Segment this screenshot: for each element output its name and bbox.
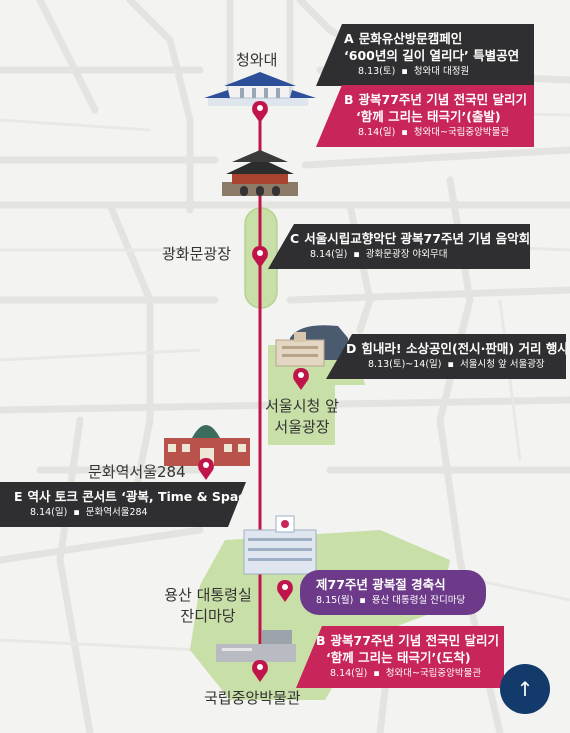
event-c-letter: C: [290, 231, 300, 246]
event-d-letter: D: [346, 341, 357, 356]
label-city-hall-line2: 서울광장: [274, 418, 330, 436]
event-b-start-title1: 광복77주년 기념 전국민 달리기: [358, 92, 527, 107]
cheongwadae-illustration: [204, 72, 316, 106]
separator-e: ▪: [73, 507, 80, 518]
event-d-card[interactable]: D 힘내라! 소상공인(전시·판매) 거리 행사 8.13(토)~14(일) ▪ 서울…: [326, 334, 566, 379]
event-d-title1: 힘내라! 소상공인(전시·판매) 거리 행사: [361, 341, 569, 356]
scroll-top-button[interactable]: ↑: [500, 664, 550, 714]
national-museum-illustration: [216, 630, 296, 662]
event-a-card[interactable]: A 문화유산방문캠페인 ‘600년의 길이 열리다’ 특별공연 8.13(토) ▪ 청…: [316, 24, 534, 86]
marker-culture-station[interactable]: [198, 458, 214, 480]
event-b-start-venue: 청와대~국립중앙박물관: [413, 127, 510, 138]
event-c-title1: 서울시립교향악단 광복77주년 기념 음악회: [304, 231, 531, 246]
label-yongsan-line2: 잔디마당: [180, 607, 236, 625]
separator-d: ▪: [447, 359, 454, 370]
event-e-venue: 문화역서울284: [85, 507, 148, 518]
marker-museum[interactable]: [252, 660, 268, 682]
event-c-date: 8.14(일): [310, 249, 348, 260]
event-a-title1: 문화유산방문캠페인: [358, 31, 463, 46]
separator-b-start: ▪: [401, 127, 408, 138]
ceremony-card[interactable]: 제77주년 광복절 경축식 8.15(월) ▪ 용산 대통령실 잔디마당: [300, 570, 486, 615]
marker-cheongwadae[interactable]: [252, 101, 268, 123]
marker-gwanghwamun[interactable]: [252, 246, 268, 268]
label-city-hall: 서울시청 앞 서울광장: [262, 396, 342, 438]
seoul-city-hall-illustration: [275, 325, 348, 367]
label-museum: 국립중앙박물관: [204, 689, 301, 707]
event-b-start-date: 8.14(일): [358, 127, 396, 138]
event-b-end-title2: ‘함께 그리는 태극기’(도착): [326, 650, 471, 665]
event-a-date: 8.13(토): [358, 66, 396, 77]
separator-b-end: ▪: [373, 668, 380, 679]
event-b-start-card[interactable]: B 광복77주년 기념 전국민 달리기 ‘함께 그리는 태극기’(출발) 8.14…: [316, 85, 534, 147]
gwanghwamun-gate-illustration: [222, 150, 298, 196]
label-yongsan-line1: 용산 대통령실: [164, 586, 252, 604]
label-gwanghwamun: 광화문광장: [162, 245, 232, 263]
event-e-letter: E: [14, 489, 23, 504]
presidential-office-illustration: [243, 515, 317, 575]
event-c-card[interactable]: C 서울시립교향악단 광복77주년 기념 음악회 8.14(일) ▪ 광화문광장 야외…: [268, 224, 530, 269]
event-e-title1: 역사 토크 콘서트 ‘광복, Time & Space’: [27, 489, 259, 504]
ceremony-title: 제77주년 광복절 경축식: [316, 577, 446, 592]
separator-a: ▪: [401, 66, 408, 77]
event-a-venue: 청와대 대정원: [413, 66, 470, 77]
event-c-venue: 광화문광장 야외무대: [365, 249, 448, 260]
event-b-end-card[interactable]: B 광복77주년 기념 전국민 달리기 ‘함께 그리는 태극기’(도착) 8.14…: [296, 626, 504, 688]
event-a-letter: A: [344, 31, 354, 46]
event-b-end-venue: 청와대~국립중앙박물관: [385, 668, 482, 679]
event-d-date: 8.13(토)~14(일): [368, 359, 442, 370]
label-culture-station: 문화역서울284: [88, 463, 186, 481]
event-d-venue: 서울시청 앞 서울광장: [459, 359, 545, 370]
marker-city-hall[interactable]: [293, 368, 309, 390]
separator-c: ▪: [353, 249, 360, 260]
marker-yongsan[interactable]: [277, 580, 293, 602]
event-b-end-letter: B: [316, 633, 326, 648]
event-b-end-date: 8.14(일): [330, 668, 368, 679]
ceremony-date: 8.15(월): [316, 595, 354, 606]
separator-ceremony: ▪: [359, 595, 366, 606]
event-a-title2: ‘600년의 길이 열리다’ 특별공연: [344, 48, 520, 63]
event-e-date: 8.14(일): [30, 507, 68, 518]
event-b-end-title1: 광복77주년 기념 전국민 달리기: [330, 633, 499, 648]
label-cheongwadae: 청와대: [236, 51, 278, 69]
event-b-start-title2: ‘함께 그리는 태극기’(출발): [356, 109, 501, 124]
label-city-hall-line1: 서울시청 앞: [265, 397, 339, 415]
event-b-start-letter: B: [344, 92, 354, 107]
ceremony-venue: 용산 대통령실 잔디마당: [371, 595, 466, 606]
label-yongsan: 용산 대통령실 잔디마당: [160, 585, 256, 627]
